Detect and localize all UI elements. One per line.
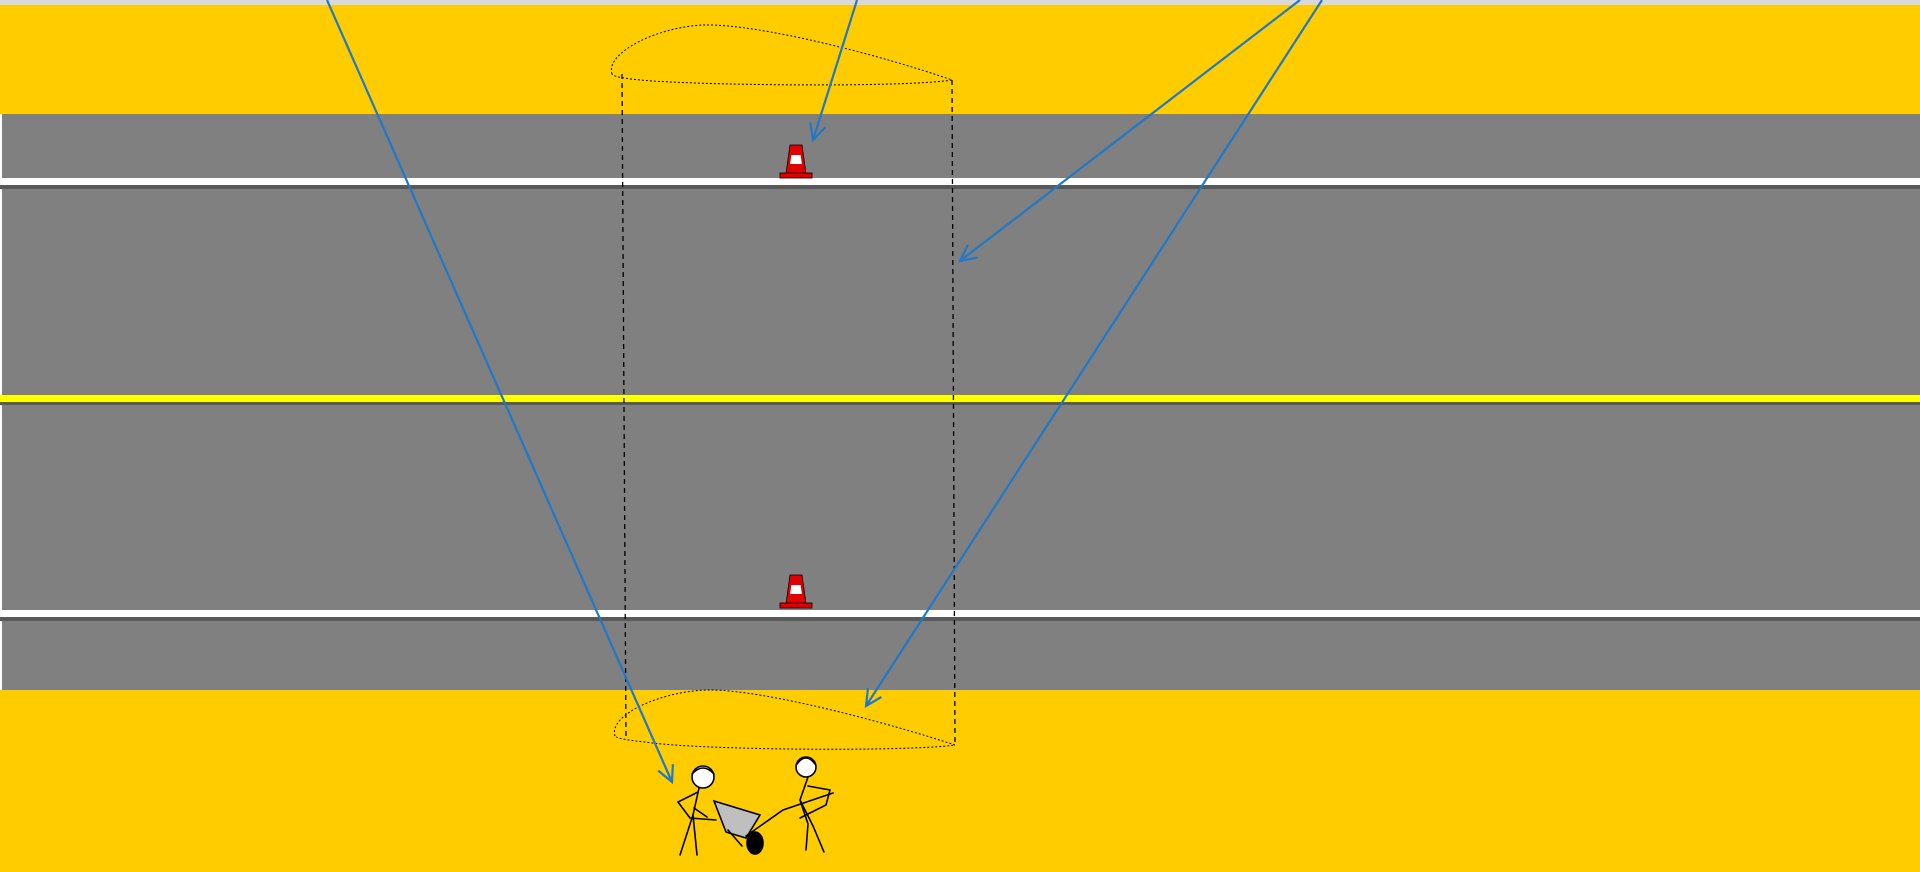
top-verge bbox=[0, 5, 1920, 114]
top-strip bbox=[0, 0, 1920, 5]
lane-line-upper bbox=[0, 178, 1920, 185]
lane-line-lower bbox=[0, 610, 1920, 617]
center-line bbox=[0, 395, 1920, 402]
bottom-verge bbox=[0, 690, 1920, 872]
